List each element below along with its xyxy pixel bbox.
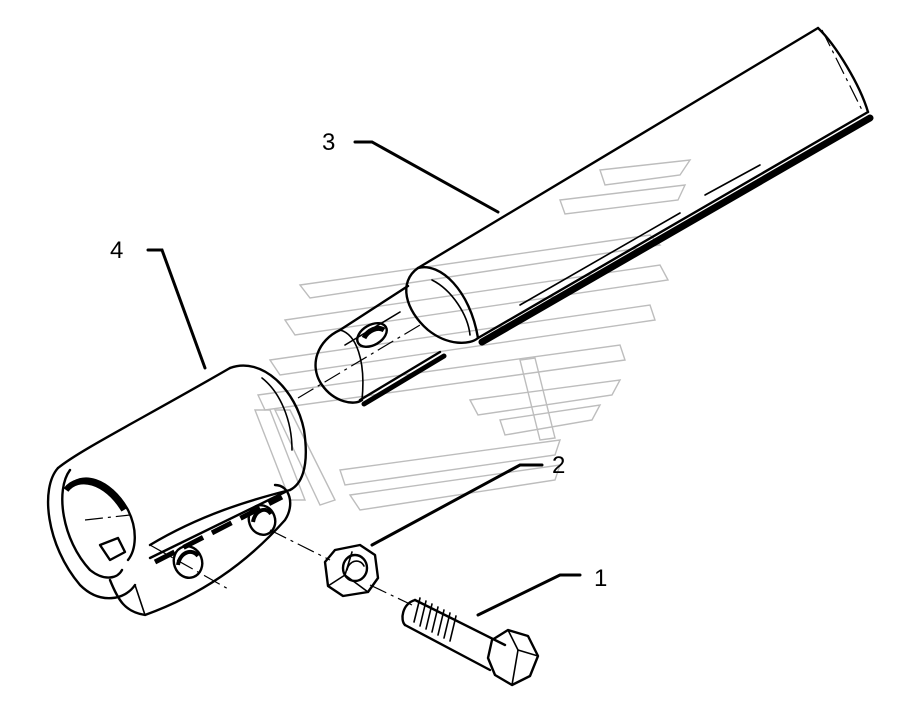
clamp-coupling [46, 364, 308, 617]
callout-label-1: 1 [594, 565, 607, 592]
watermark-logo [253, 159, 692, 511]
callout-label-2: 2 [552, 452, 565, 479]
hex-nut [323, 543, 380, 598]
callout-label-4: 4 [110, 237, 123, 264]
leader-4 [146, 248, 207, 370]
leader-3 [353, 140, 500, 214]
leader-1 [476, 573, 582, 617]
leader-2 [370, 463, 544, 547]
callout-label-3: 3 [322, 129, 335, 156]
hex-bolt [401, 597, 540, 687]
shaft [314, 26, 874, 407]
callout-leaders [146, 140, 582, 617]
